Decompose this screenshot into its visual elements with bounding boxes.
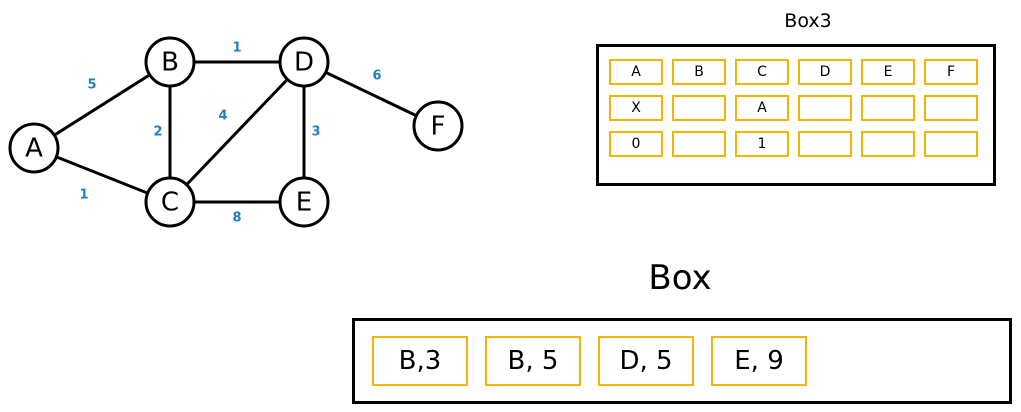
edge-weight-A-B: 5 [87,78,96,93]
node-label-E: E [296,188,312,218]
box3-cell [861,95,915,121]
edge-weight-D-F: 6 [372,69,381,84]
edge-C-D [168,60,306,204]
box3-cell: F [924,59,978,85]
edge-weight-A-C: 1 [79,188,88,203]
node-label-D: D [294,48,314,78]
node-label-C: C [161,188,179,218]
box-queue: B,3 B, 5 D, 5 E, 9 [352,318,1012,404]
box3-cell: X [609,95,663,121]
box3-cell: 1 [735,131,789,157]
weighted-graph: 5 1 2 1 4 8 3 6A B C D E F [8,36,464,228]
box-title: Box [648,258,712,298]
box3-cell: C [735,59,789,85]
box-items: B,3 B, 5 D, 5 E, 9 [372,336,807,386]
box3-title: Box3 [784,10,832,32]
box3-cell [798,131,852,157]
box3-cell [861,131,915,157]
edge-weight-B-C: 2 [153,125,162,140]
node-C [144,176,196,228]
node-A [8,122,60,174]
edge-weight-C-D: 4 [218,109,227,124]
box3-cell [924,131,978,157]
box3-cell: A [609,59,663,85]
node-D [278,36,330,88]
box-item: D, 5 [598,336,694,386]
box-item: B, 5 [485,336,581,386]
box3-cell: D [798,59,852,85]
node-B [144,36,196,88]
box3-cell [798,95,852,121]
edge-weight-C-E: 8 [232,211,241,226]
box-item: B,3 [372,336,468,386]
box3-cell [924,95,978,121]
box3-cell: 0 [609,131,663,157]
box3-cell: A [735,95,789,121]
box-item: E, 9 [711,336,807,386]
node-F [412,100,464,152]
edge-weight-B-D: 1 [232,41,241,56]
box3-cell: B [672,59,726,85]
box3-cell [672,95,726,121]
edge-weight-D-E: 3 [311,125,320,140]
node-label-B: B [161,48,179,78]
box3-cell [672,131,726,157]
node-label-A: A [25,134,43,164]
edge-A-B [33,60,171,150]
node-E [278,176,330,228]
node-label-F: F [431,112,446,142]
box3-cell: E [861,59,915,85]
